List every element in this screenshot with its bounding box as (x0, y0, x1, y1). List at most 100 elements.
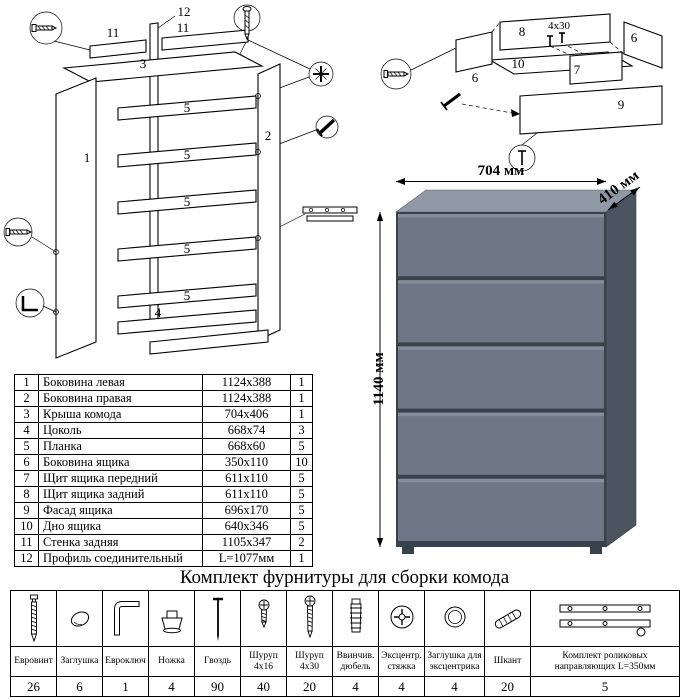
drawer-exploded-diagram: 8 4x30 6 6 10 7 9 (380, 13, 663, 172)
part-number: 5 (14, 438, 39, 455)
part-number: 1 (14, 374, 39, 391)
drawer-front-3 (398, 346, 604, 409)
label-part-5a: 5 (184, 100, 191, 115)
screw-callout-top-left (29, 11, 63, 45)
part-qty: 5 (290, 470, 313, 487)
height-dimension-label: 1140 мм (371, 352, 387, 405)
label-part-5e: 5 (184, 288, 191, 303)
hardware-name: Шуруп 4x16 (240, 646, 287, 677)
euro-screw-icon (29, 594, 38, 642)
screw-callout-right (315, 115, 339, 139)
hardware-icon-cell (332, 590, 379, 647)
cabinet-exploded-diagram: 12 11 11 3 1 2 5 5 5 5 5 4 (3, 4, 358, 359)
dimension-width: 704 мм (396, 163, 606, 185)
slat-1 (117, 95, 257, 121)
hardware-name: Шуруп 4x30 (286, 646, 333, 677)
part-number: 10 (14, 518, 39, 535)
parts-row: 1 Боковина левая 1124x388 1 (14, 374, 313, 391)
hardware-name: Эксцентр. стяжка (378, 646, 425, 677)
part-qty: 5 (290, 518, 313, 535)
hardware-qty: 20 (286, 676, 333, 697)
part-name: Профиль соединительный (38, 550, 203, 567)
part-number: 4 (14, 422, 39, 439)
dresser-foot-left (402, 547, 414, 554)
dresser-3d-render: 704 мм 410 мм 1140 мм (371, 163, 642, 554)
parts-row: 3 Крыша комода 704x406 1 (14, 406, 313, 423)
part-size: 611x110 (202, 470, 291, 487)
part-size: 350x110 (202, 454, 291, 471)
hardware-names-row: Евровинт Заглушка Евроключ Ножка Гвоздь … (10, 646, 680, 677)
parts-row: 9 Фасад ящика 696x170 5 (14, 502, 313, 519)
dowel-icon (494, 609, 521, 628)
part-qty: 1 (290, 550, 313, 567)
part-size: 1124x388 (202, 374, 291, 391)
label-part-4: 4 (155, 305, 162, 320)
hardware-qty: 4 (424, 676, 485, 697)
hardware-qty: 6 (56, 676, 103, 697)
width-dimension-label: 704 мм (478, 163, 525, 179)
part-size: L=1077мм (202, 550, 291, 567)
hardware-qty: 26 (10, 676, 57, 697)
part-size: 668x60 (202, 438, 291, 455)
phillips-head-callout (308, 61, 334, 87)
hardware-name: Заглушка (56, 646, 103, 677)
parts-row: 2 Боковина правая 1124x388 1 (14, 390, 313, 407)
slat-4 (117, 236, 257, 262)
part-size: 696x170 (202, 502, 291, 519)
part-size: 1105x347 (202, 534, 291, 551)
part-number: 12 (14, 550, 39, 567)
label-part-6-left: 6 (472, 70, 479, 85)
label-part-11a: 11 (107, 25, 120, 40)
drawer-facade-panel (519, 85, 663, 135)
hardware-icon-cell (148, 590, 195, 647)
euro-screw-callout-left (3, 217, 33, 247)
hardware-qty: 20 (484, 676, 531, 697)
label-part-3: 3 (140, 56, 147, 71)
part-number: 6 (14, 454, 39, 471)
hardware-qty: 90 (194, 676, 241, 697)
drawer-side-panel-right (623, 21, 663, 69)
part-qty: 10 (290, 454, 313, 471)
drawer-part-labels: 8 4x30 6 6 10 7 9 (472, 20, 638, 112)
part-number: 3 (14, 406, 39, 423)
parts-row: 5 Планка 668x60 5 (14, 438, 313, 455)
hardware-name: Гвоздь (194, 646, 241, 677)
slat-3 (117, 189, 257, 215)
drawer-front-2 (398, 280, 604, 343)
plinth-bar-2 (149, 329, 269, 355)
dresser-foot-right (590, 547, 602, 554)
drawer-front-5 (398, 478, 604, 541)
label-part-5c: 5 (184, 194, 191, 209)
screw-callout-drawer-left (380, 58, 412, 90)
hardware-name: Комплект роликовых направляющих L=350мм (530, 646, 680, 677)
hardware-name: Ножка (148, 646, 195, 677)
parts-table: 1 Боковина левая 1124x388 1 2 Боковина п… (14, 374, 313, 567)
hardware-kit-title: Комплект фурнитуры для сборки комода (179, 567, 510, 588)
label-part-10: 10 (512, 56, 525, 71)
label-part-5b: 5 (184, 147, 191, 162)
part-qty: 3 (290, 422, 313, 439)
label-part-9: 9 (618, 97, 625, 112)
hardware-table: Евровинт Заглушка Евроключ Ножка Гвоздь … (10, 590, 680, 697)
screw-with-arrow (440, 92, 520, 117)
part-qty: 5 (290, 486, 313, 503)
part-name: Щит ящика задний (38, 486, 203, 503)
nail-icon (212, 597, 223, 641)
part-qty: 1 (290, 374, 313, 391)
part-name: Боковина левая (38, 374, 203, 391)
hardware-qty: 1 (102, 676, 149, 697)
screw-callout-top-right (233, 4, 261, 41)
drawer-back-panel (499, 13, 611, 51)
cap-icon (70, 610, 89, 627)
cam-lock-icon (390, 605, 413, 628)
label-part-7: 7 (574, 62, 581, 77)
hardware-qty: 5 (530, 676, 680, 697)
drawer-front-1 (398, 214, 604, 277)
cam-cap-icon (444, 606, 465, 627)
right-side-panel (257, 63, 281, 341)
hardware-icon-cell (424, 590, 485, 647)
part-name: Фасад ящика (38, 502, 203, 519)
part-name: Боковина ящика (38, 454, 203, 471)
drawer-slide-callout (302, 206, 358, 222)
hardware-name: Евровинт (10, 646, 57, 677)
